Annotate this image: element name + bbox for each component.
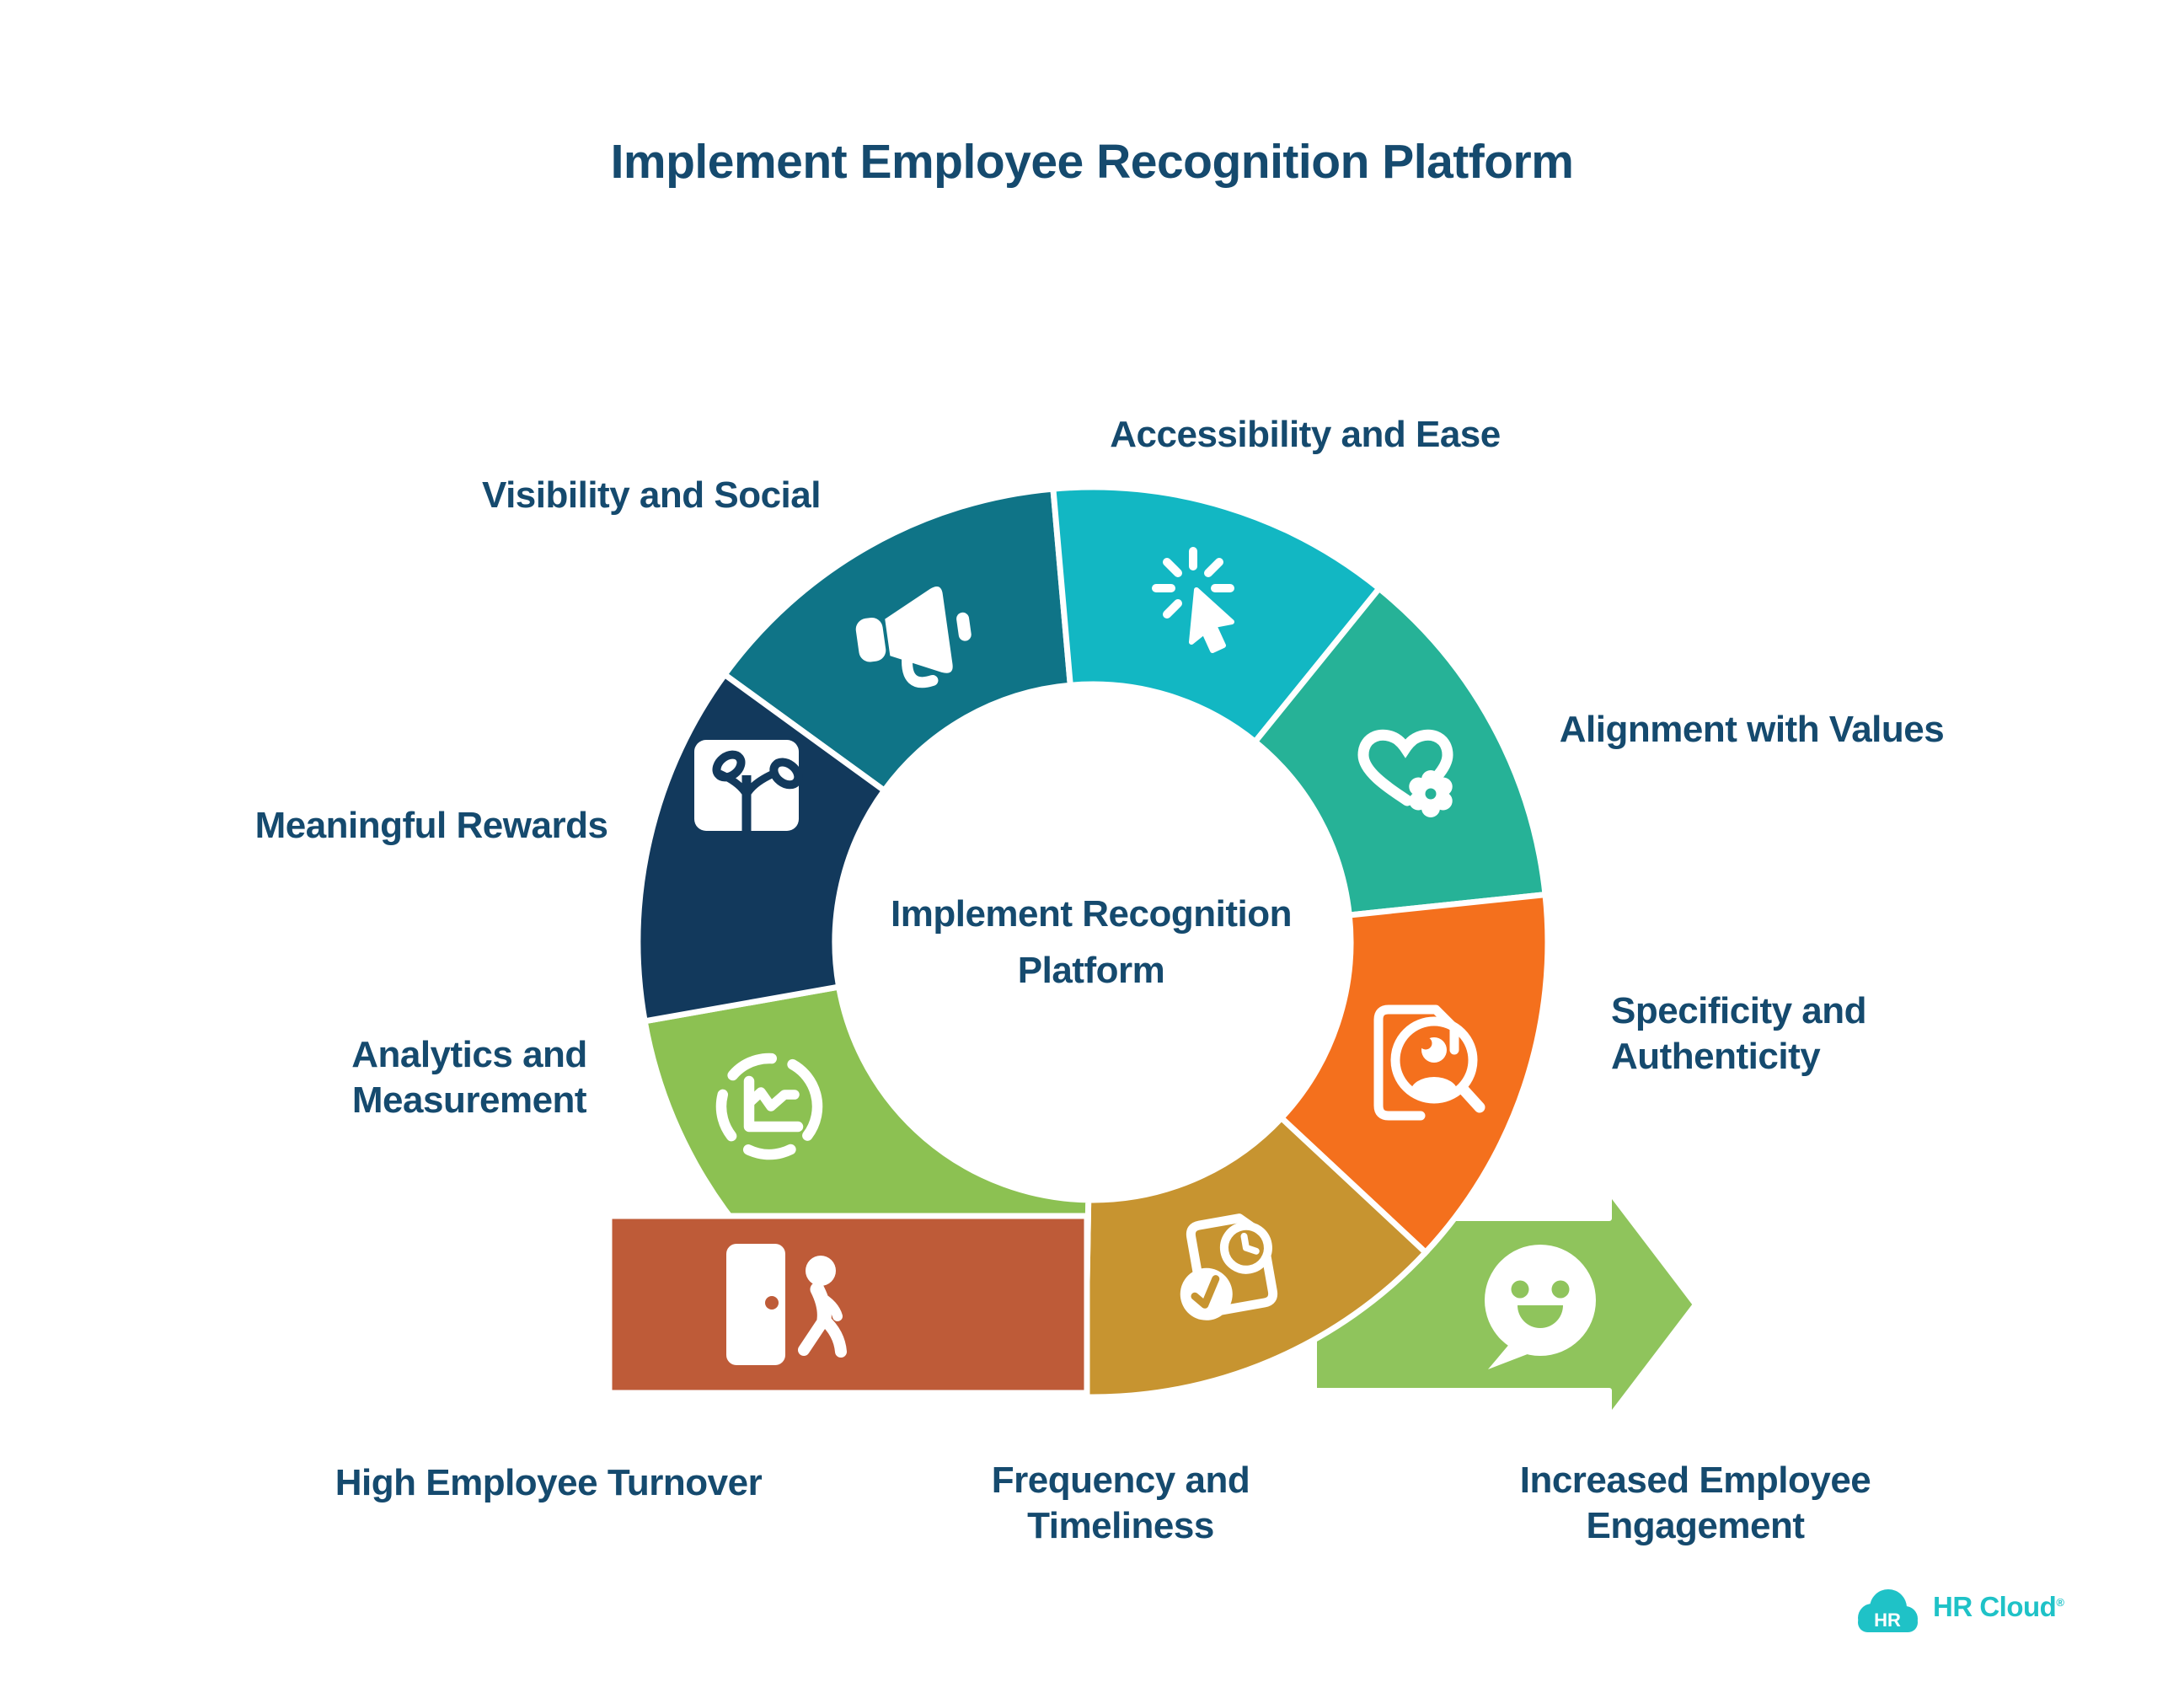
logo-text: HR Cloud [1933, 1591, 2057, 1622]
cursor-click-icon [1152, 547, 1234, 653]
smiley-chat-icon [1485, 1245, 1596, 1369]
label-turnover: High Employee Turnover [335, 1462, 763, 1503]
turnover-bar-shape [606, 1213, 1090, 1396]
label-engagement: Increased Employee Engagement [1519, 1460, 1871, 1546]
label-analytics: Analytics and Measurement [351, 1034, 587, 1121]
profile-magnifier-icon [1373, 1004, 1485, 1121]
segment-alignment [1250, 584, 1549, 919]
hr-cloud-logo: HR Cloud® [1850, 1591, 2064, 1623]
megaphone-icon [855, 587, 972, 688]
logo-wordmark: HR Cloud® [1933, 1591, 2064, 1623]
label-rewards: Meaningful Rewards [254, 805, 608, 846]
segment-specificity [1277, 891, 1551, 1257]
label-visibility: Visibility and Social [482, 474, 821, 516]
hr-cloud-logo-mark: HR [1858, 1589, 1918, 1632]
gift-icon [694, 740, 803, 831]
label-accessibility: Accessibility and Ease [1110, 414, 1501, 455]
logo-reg-mark: ® [2056, 1596, 2064, 1609]
heart-values-icon [1357, 729, 1453, 817]
diagram-title: Implement Employee Recognition Platform [610, 135, 1574, 189]
employee-exit-icon [726, 1244, 850, 1365]
label-frequency: Frequency and Timeliness [991, 1460, 1250, 1546]
ring-center-label: Implement Recognition Platform [891, 893, 1292, 991]
label-alignment: Alignment with Values [1559, 709, 1945, 750]
logo-badge-text: HR [1874, 1610, 1901, 1631]
document-clock-icon [1180, 1213, 1278, 1320]
label-specificity: Specificity and Authenticity [1611, 990, 1867, 1077]
chart-dashed-circle-icon [715, 1053, 823, 1160]
turnover-bar [606, 1213, 1090, 1396]
